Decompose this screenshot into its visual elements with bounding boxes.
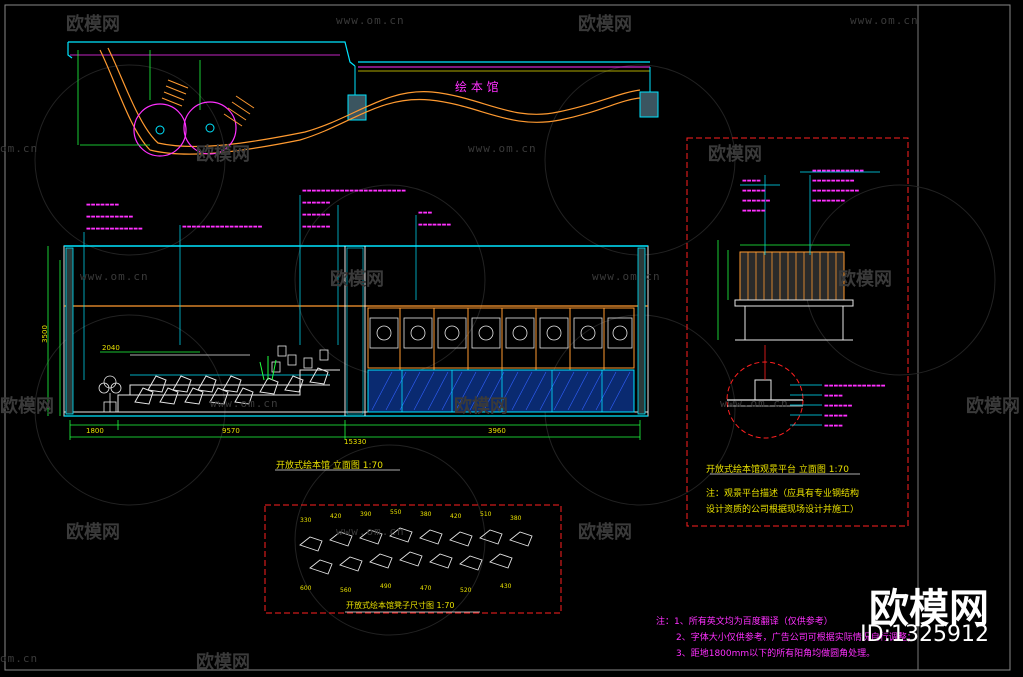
svg-text:▬▬▬▬▬▬▬▬▬▬▬▬▬: ▬▬▬▬▬▬▬▬▬▬▬▬▬ [824,383,886,389]
svg-text:420: 420 [330,513,342,520]
svg-text:▬▬▬▬▬▬▬▬▬: ▬▬▬▬▬▬▬▬▬ [812,178,855,184]
svg-text:420: 420 [450,513,462,520]
svg-text:绘 本 馆: 绘 本 馆 [455,79,499,94]
svg-text:490: 490 [380,583,392,590]
watermark-url: www.om.cn [336,14,405,27]
svg-text:▬▬▬▬▬▬▬▬▬▬▬▬: ▬▬▬▬▬▬▬▬▬▬▬▬ [86,226,143,232]
svg-text:▬▬▬▬▬: ▬▬▬▬▬ [742,188,766,194]
top-plan: 绘 本 馆 [67,41,659,157]
svg-text:▬▬▬▬▬: ▬▬▬▬▬ [824,413,848,419]
dimension-platform: 2040 [102,344,120,352]
svg-text:▬▬▬▬: ▬▬▬▬ [742,178,761,184]
watermark-logo-text: 欧模网 [330,269,384,290]
detail-box: ▬▬▬▬▬▬▬▬▬ ▬▬▬▬▬▬▬▬▬▬▬ ▬▬▬▬▬▬▬▬▬▬▬▬▬▬▬▬▬▬… [686,137,909,527]
watermark-logo-text: 欧模网 [66,14,120,35]
svg-text:380: 380 [420,511,432,518]
watermark-url: www.om.cn [80,270,149,283]
brand-logo-text: 欧模网 [869,586,989,632]
svg-text:▬▬▬▬▬▬▬: ▬▬▬▬▬▬▬ [812,198,845,204]
svg-text:380: 380 [510,515,522,522]
general-note-2: 2、字体大小仅供参考，广告公司可根据实际情况自行调整； [676,633,916,643]
main-elevation-caption: 开放式绘本馆 立面图 1:70 [276,461,383,471]
watermark-logo-text: 欧模网 [66,522,120,543]
dimension-total: 15330 [344,438,367,446]
watermark-url: www.om.cn [850,14,919,27]
detail-note-line2: 设计资质的公司根据现场设计并施工） [706,505,860,515]
watermark-url: www.om.cn [592,270,661,283]
svg-text:▬▬▬▬▬▬▬▬▬▬▬▬▬▬▬▬▬▬▬▬▬▬: ▬▬▬▬▬▬▬▬▬▬▬▬▬▬▬▬▬▬▬▬▬▬ [302,188,406,194]
brand-id-label: ID:1325912 [860,622,989,647]
svg-text:600: 600 [300,585,312,592]
svg-text:330: 330 [300,517,312,524]
watermark-logo-text: 欧模网 [966,396,1020,417]
detail-caption: 开放式绘本馆观景平台 立面图 1:70 [706,465,849,475]
svg-text:520: 520 [460,587,472,594]
svg-text:510: 510 [480,511,492,518]
svg-text:560: 560 [340,587,352,594]
stool-plan-caption: 开放式绘本馆凳子尺寸图 1:70 [346,601,455,610]
svg-text:▬▬▬▬: ▬▬▬▬ [824,423,843,429]
svg-text:▬▬▬▬▬▬▬▬▬▬: ▬▬▬▬▬▬▬▬▬▬ [86,214,134,220]
svg-text:▬▬▬▬▬▬: ▬▬▬▬▬▬ [302,224,331,230]
general-note-1: 注：1、所有英文均为百度翻译（仅供参考） [656,617,833,627]
svg-text:▬▬▬▬▬▬▬: ▬▬▬▬▬▬▬ [418,222,451,228]
svg-text:▬▬▬▬▬: ▬▬▬▬▬ [742,208,766,214]
svg-text:▬▬▬▬▬▬▬▬▬▬: ▬▬▬▬▬▬▬▬▬▬ [812,188,860,194]
sheet-border [4,4,1011,671]
svg-text:▬▬▬▬▬▬▬▬▬▬▬▬▬▬▬▬▬: ▬▬▬▬▬▬▬▬▬▬▬▬▬▬▬▬▬ [182,224,263,230]
watermark-domain: om.cn [0,652,39,665]
dimension-edge: 1800 [86,427,104,435]
watermark-logo-text: 欧模网 [578,522,632,543]
svg-text:▬▬▬▬: ▬▬▬▬ [824,393,843,399]
watermark-url: www.om.cn [336,525,405,538]
svg-text:▬▬▬▬▬▬: ▬▬▬▬▬▬ [742,198,771,204]
svg-text:▬▬▬: ▬▬▬ [418,210,432,216]
main-elevation: ▬▬▬▬▬▬▬ ▬▬▬▬▬▬▬▬▬▬ ▬▬▬▬▬▬▬▬▬▬▬▬ ▬▬▬▬▬▬▬▬… [47,188,649,471]
detail-note-line1: 注：观景平台描述（应具有专业钢结构 [706,489,860,499]
svg-text:▬▬▬▬▬▬▬▬▬▬▬: ▬▬▬▬▬▬▬▬▬▬▬ [812,168,864,174]
svg-text:430: 430 [500,583,512,590]
watermark-logo-text: 欧模网 [578,14,632,35]
svg-text:▬▬▬▬▬▬: ▬▬▬▬▬▬ [302,212,331,218]
svg-text:▬▬▬▬▬▬: ▬▬▬▬▬▬ [824,403,853,409]
watermark-logo-text: 欧模网 [454,396,508,417]
dimension-height: 3500 [40,325,49,343]
stool-plan-box: 330 420 390 550 380 420 510 380 600 560 490 470… [264,504,562,614]
watermark-url: www.om.cn [468,142,537,155]
svg-text:▬▬▬▬▬▬▬: ▬▬▬▬▬▬▬ [86,202,119,208]
dimension-right: 3960 [488,427,506,435]
watermark-url: www.om.cn [210,397,279,410]
watermark-logo-text: 欧模网 [196,144,250,165]
watermark-logo-text: 欧模网 [838,269,892,290]
svg-text:390: 390 [360,511,372,518]
bookshelf-units [367,307,635,413]
watermark-logo-text: 欧模网 [196,652,250,673]
watermark-url: www.om.cn [720,397,789,410]
svg-text:470: 470 [420,585,432,592]
general-note-3: 3、距地1800mm以下的所有阳角均做圆角处理。 [676,649,876,659]
watermark-domain: om.cn [0,142,39,155]
svg-text:▬▬▬▬▬▬: ▬▬▬▬▬▬ [302,200,331,206]
dimension-left: 9570 [222,427,240,435]
watermark-logo-text: 欧模网 [0,396,54,417]
svg-text:550: 550 [390,509,402,516]
watermark-logo-text: 欧模网 [708,144,762,165]
